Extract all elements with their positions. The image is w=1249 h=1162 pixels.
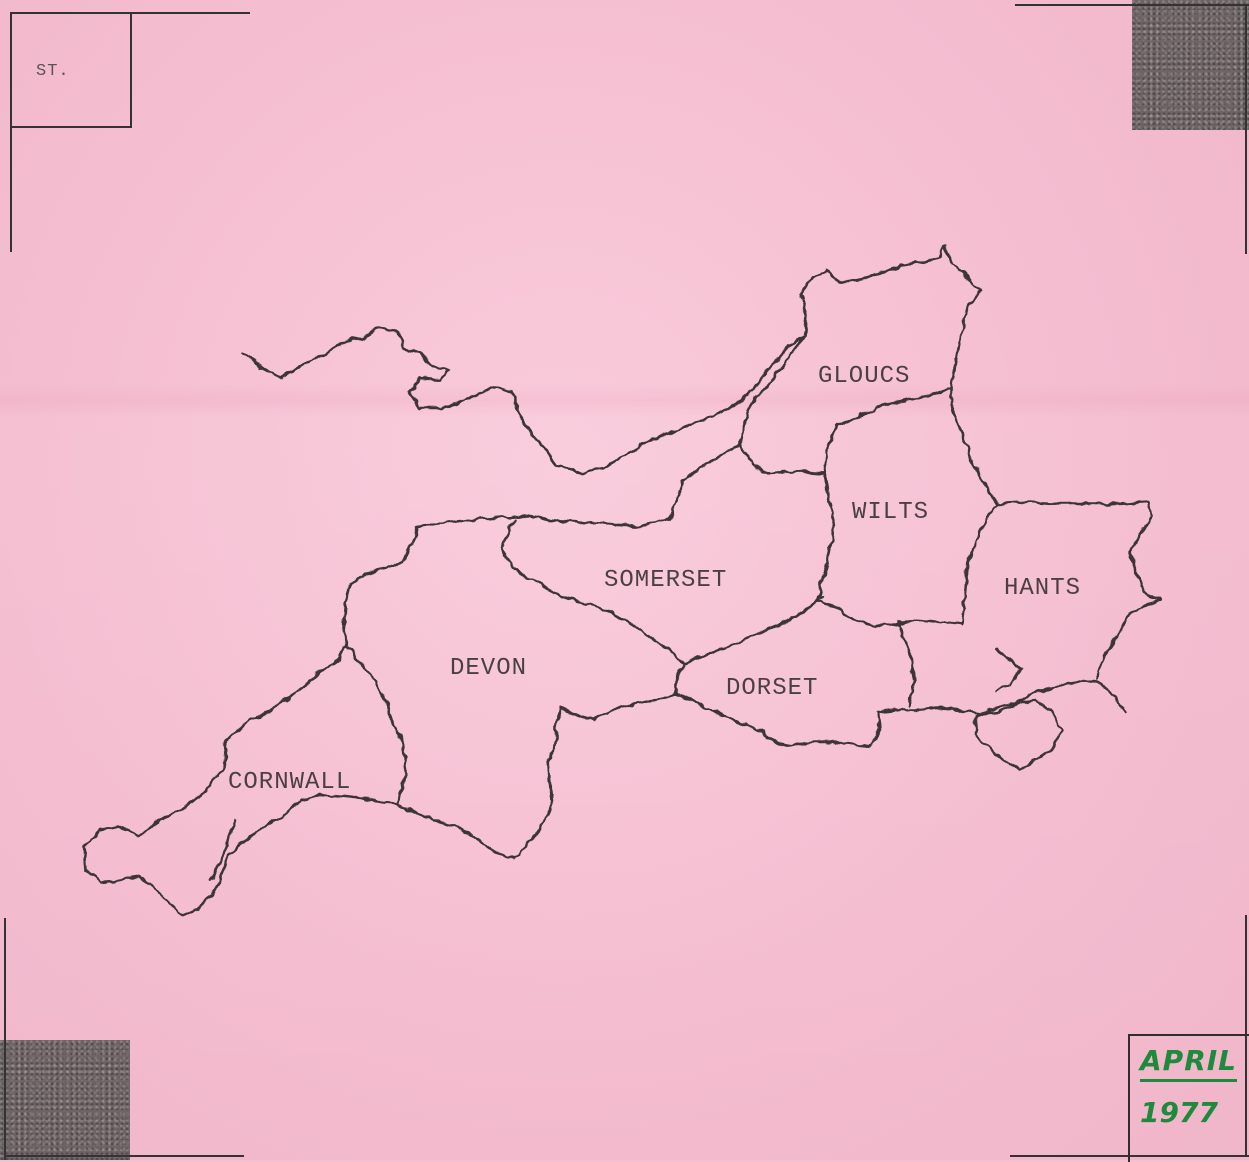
region-label-gloucs: GLOUCS	[818, 363, 910, 390]
region-labels: GLOUCS WILTS HANTS SOMERSET DEVON DORSET…	[228, 363, 1081, 796]
isle-of-wight	[974, 698, 1064, 772]
date-year: 1977	[1140, 1096, 1218, 1129]
gloucs-outer-boundary	[798, 244, 1000, 506]
poole-harbour	[994, 648, 1024, 692]
hants-east-boundary	[996, 500, 1162, 682]
corner-mark-top-right	[1132, 0, 1249, 130]
frame-line	[130, 12, 132, 128]
region-label-dorset: DORSET	[726, 675, 818, 702]
severn-estuary	[738, 334, 806, 446]
wales-coastline	[240, 326, 806, 474]
date-month: APRIL	[1140, 1044, 1238, 1082]
date-stamp: APRIL 1977	[1128, 1034, 1249, 1162]
corner-mark-bottom-left	[0, 1040, 130, 1160]
frame-line	[4, 918, 6, 1160]
gloucs-wilts-boundary	[822, 386, 954, 476]
frame-line	[1015, 4, 1249, 6]
region-label-hants: HANTS	[1004, 575, 1081, 602]
wilts-hants-boundary	[896, 502, 1000, 708]
cornwall-devon-boundary	[344, 644, 408, 804]
region-label-devon: DEVON	[450, 655, 527, 682]
outer-coastline	[82, 442, 1128, 918]
frame-line	[10, 12, 12, 252]
region-label-cornwall: CORNWALL	[228, 769, 351, 796]
somerset-dorset-boundary	[674, 594, 824, 696]
region-label-somerset: SOMERSET	[604, 567, 727, 594]
frame-line	[10, 126, 132, 128]
region-label-wilts: WILTS	[852, 499, 929, 526]
cornwall-estuary	[208, 818, 238, 882]
gloucs-south-boundary	[738, 442, 826, 476]
frame-line	[4, 1155, 244, 1157]
frame-line	[1245, 4, 1247, 254]
devon-somerset-boundary	[500, 518, 686, 666]
somerset-wilts-boundary	[816, 472, 900, 628]
corner-tag: ST.	[36, 62, 70, 81]
